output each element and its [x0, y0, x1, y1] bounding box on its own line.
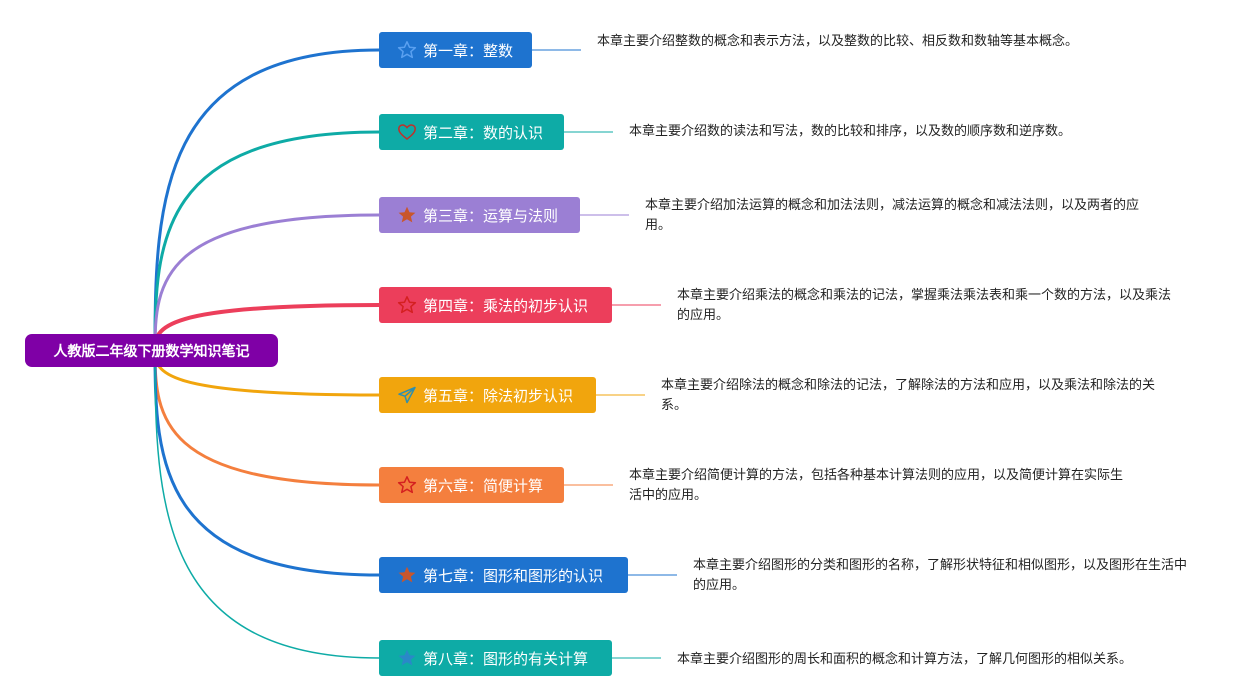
root-topic[interactable]: 人教版二年级下册数学知识笔记 — [25, 334, 278, 367]
connector-line-7 — [153, 349, 380, 577]
chapter-2-label: 第二章：数的认识 — [423, 123, 544, 142]
chapter-7-node[interactable]: 第七章：图形和图形的认识 — [379, 557, 628, 593]
chapter-3-node[interactable]: 第三章：运算与法则 — [379, 197, 580, 233]
star-outline-icon — [397, 40, 417, 60]
chapter-1-description: 本章主要介绍整数的概念和表示方法，以及整数的比较、相反数和数轴等基本概念。 — [597, 34, 1079, 49]
chapter-2-description: 本章主要介绍数的读法和写法，数的比较和排序，以及数的顺序数和逆序数。 — [629, 124, 1072, 139]
star-outline-icon — [397, 475, 417, 495]
chapter-4-description: 本章主要介绍乘法的概念和乘法的记法，掌握乘法乘法表和乘一个数的方法，以及乘法的应… — [677, 288, 1172, 323]
chapter-4-label: 第四章：乘法的初步认识 — [423, 296, 589, 315]
chapter-5-node[interactable]: 第五章：除法初步认识 — [379, 377, 596, 413]
chapter-3-description: 本章主要介绍加法运算的概念和加法法则，减法运算的概念和减法法则，以及两者的应用。 — [645, 198, 1140, 233]
star-outline-icon — [397, 295, 417, 315]
chapter-8-description: 本章主要介绍图形的周长和面积的概念和计算方法，了解几何图形的相似关系。 — [677, 652, 1133, 667]
connector-line-1 — [153, 48, 380, 351]
paper-plane-icon — [397, 385, 417, 405]
star-filled-icon — [397, 565, 417, 585]
star-filled-icon — [397, 648, 417, 668]
chapter-6-node[interactable]: 第六章：简便计算 — [379, 467, 564, 503]
star-filled-icon — [397, 205, 417, 225]
chapter-6-description: 本章主要介绍简便计算的方法，包括各种基本计算法则的应用，以及简便计算在实际生活中… — [629, 468, 1124, 503]
chapter-1-node[interactable]: 第一章：整数 — [379, 32, 532, 68]
chapter-6-label: 第六章：简便计算 — [423, 476, 544, 495]
chapter-5-label: 第五章：除法初步认识 — [423, 386, 574, 405]
chapter-4-node[interactable]: 第四章：乘法的初步认识 — [379, 287, 612, 323]
connector-line-6 — [153, 349, 380, 487]
chapter-7-label: 第七章：图形和图形的认识 — [423, 566, 604, 585]
connector-line-2 — [153, 130, 380, 351]
chapter-3-label: 第三章：运算与法则 — [423, 206, 559, 225]
heart-outline-icon — [397, 122, 417, 142]
chapter-8-node[interactable]: 第八章：图形的有关计算 — [379, 640, 612, 676]
chapter-5-description: 本章主要介绍除法的概念和除法的记法，了解除法的方法和应用，以及乘法和除法的关系。 — [661, 378, 1156, 413]
connector-line-3 — [153, 213, 380, 351]
connector-line-8 — [154, 349, 380, 659]
chapter-2-node[interactable]: 第二章：数的认识 — [379, 114, 564, 150]
chapter-7-description: 本章主要介绍图形的分类和图形的名称，了解形状特征和相似图形，以及图形在生活中的应… — [693, 558, 1188, 593]
chapter-1-label: 第一章：整数 — [423, 41, 514, 60]
chapter-8-label: 第八章：图形的有关计算 — [423, 649, 589, 668]
